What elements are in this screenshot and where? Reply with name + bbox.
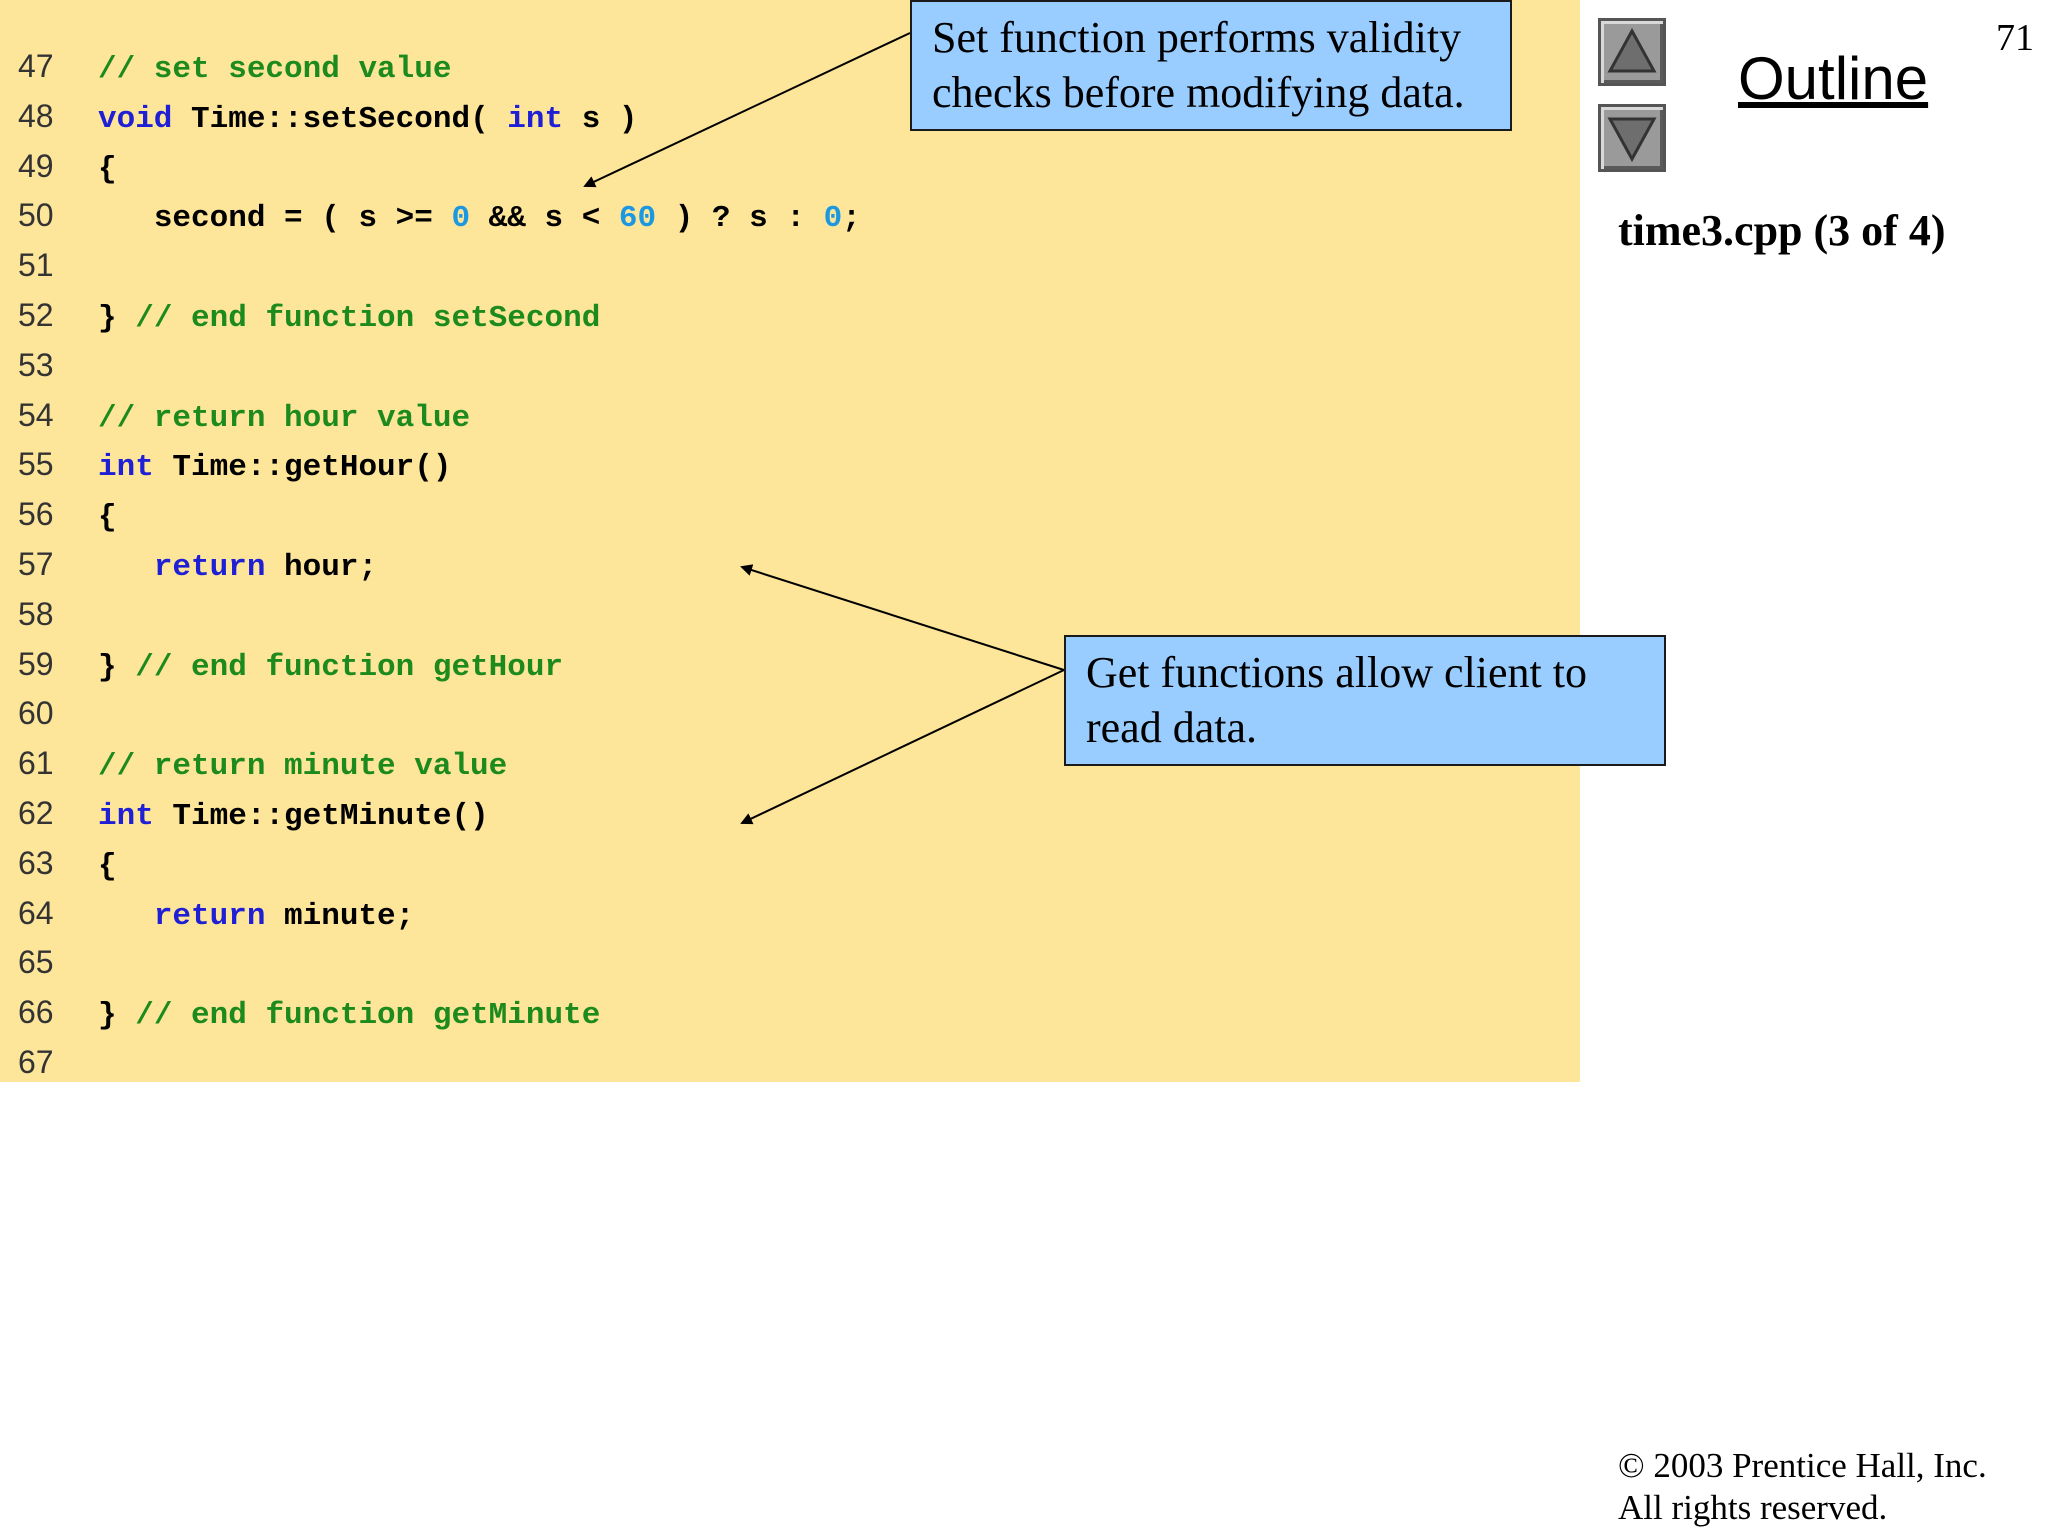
- code-token: ;: [842, 201, 861, 237]
- line-number: 63: [18, 844, 54, 881]
- code-line: 62 int Time::getMinute(): [18, 789, 861, 839]
- code-token: // set second value: [98, 52, 452, 87]
- line-number: 55: [18, 446, 54, 483]
- code-token: void: [98, 101, 173, 137]
- code-token: return: [153, 898, 266, 934]
- code-token: {: [98, 848, 117, 884]
- code-token: ) ? s :: [656, 201, 824, 237]
- copyright-line1: © 2003 Prentice Hall, Inc.: [1618, 1446, 1987, 1485]
- line-number: 48: [18, 97, 54, 134]
- triangle-down-icon: [1607, 117, 1657, 163]
- code-line: 49 {: [18, 142, 861, 192]
- line-number: 49: [18, 147, 54, 184]
- code-line: 50 second = ( s >= 0 && s < 60 ) ? s : 0…: [18, 191, 861, 241]
- line-number: 47: [18, 48, 54, 84]
- line-number: 52: [18, 296, 54, 333]
- code-line: 56 {: [18, 490, 861, 540]
- line-number: 56: [18, 496, 54, 533]
- code-token: {: [98, 500, 117, 536]
- code-line: 51: [18, 241, 861, 291]
- code-token: // return hour value: [98, 400, 471, 436]
- code-line: 63 {: [18, 839, 861, 889]
- code-token: 0: [451, 201, 471, 237]
- code-line: 58: [18, 590, 861, 640]
- code-line: 64 return minute;: [18, 889, 861, 939]
- line-number: 50: [18, 197, 54, 234]
- code-line: 53: [18, 341, 861, 391]
- copyright: © 2003 Prentice Hall, Inc. All rights re…: [1618, 1445, 1987, 1529]
- code-line: 65: [18, 938, 861, 988]
- line-number: 58: [18, 595, 54, 632]
- code-token: }: [98, 649, 136, 685]
- outline-link[interactable]: Outline: [1738, 45, 1929, 112]
- line-number: 64: [18, 894, 54, 931]
- code-line: 55 int Time::getHour(): [18, 440, 861, 490]
- file-label: time3.cpp (3 of 4): [1618, 206, 1946, 255]
- code-token: }: [98, 300, 136, 336]
- code-token: // end function setSecond: [135, 300, 601, 336]
- line-number: 65: [18, 944, 54, 981]
- code-token: int: [98, 450, 154, 486]
- code-line: 59} // end function getHour: [18, 640, 861, 690]
- code-indent: [98, 201, 154, 236]
- code-token: s ): [563, 101, 638, 137]
- code-line: 54 // return hour value: [18, 391, 861, 441]
- page-number: 71: [1996, 17, 2034, 59]
- line-number: 59: [18, 645, 54, 682]
- line-number: 53: [18, 346, 54, 383]
- callout-get-functions: Get functions allow client to read data.: [1064, 635, 1666, 766]
- code-token: hour;: [265, 549, 378, 585]
- code-token: second = ( s >=: [153, 201, 452, 237]
- copyright-line2: All rights reserved.: [1618, 1488, 1888, 1527]
- code-indent: [98, 550, 154, 585]
- callout-set-function: Set function performs validity checks be…: [910, 0, 1512, 131]
- code-line: 48 void Time::setSecond( int s ): [18, 92, 861, 142]
- code-line: 61 // return minute value: [18, 739, 861, 789]
- code-token: minute;: [265, 898, 415, 934]
- nav-down-button[interactable]: [1598, 104, 1666, 172]
- code-line: 60: [18, 689, 861, 739]
- code-token: 0: [823, 201, 843, 237]
- triangle-up-icon: [1607, 27, 1657, 73]
- code-indent: [98, 899, 154, 934]
- code-line: 47 // set second value: [18, 42, 861, 92]
- code-token: // return minute value: [98, 749, 508, 785]
- code-line: 57 return hour;: [18, 540, 861, 590]
- code-token: // end function getMinute: [135, 998, 601, 1034]
- code-line: 67: [18, 1038, 861, 1088]
- code-token: }: [98, 998, 136, 1034]
- code-token: int: [98, 798, 154, 834]
- line-number: 60: [18, 695, 54, 732]
- code-line: 52} // end function setSecond: [18, 291, 861, 341]
- code-token: Time::getMinute(): [153, 798, 489, 834]
- code-token: {: [98, 151, 117, 187]
- line-number: 61: [18, 745, 54, 782]
- code-token: Time::getHour(): [153, 450, 452, 486]
- code-token: return: [153, 549, 266, 585]
- code-token: int: [507, 101, 564, 137]
- line-number: 57: [18, 545, 54, 582]
- code-token: // end function getHour: [135, 649, 564, 685]
- line-number: 62: [18, 794, 54, 831]
- line-number: 51: [18, 247, 54, 284]
- code-token: 60: [618, 201, 657, 237]
- code-token: Time::setSecond(: [172, 101, 508, 137]
- line-number: 67: [18, 1043, 54, 1080]
- code-line: 66} // end function getMinute: [18, 988, 861, 1038]
- line-number: 54: [18, 396, 54, 433]
- line-number: 66: [18, 994, 54, 1031]
- nav-up-button[interactable]: [1598, 18, 1666, 86]
- code-token: && s <: [470, 201, 619, 237]
